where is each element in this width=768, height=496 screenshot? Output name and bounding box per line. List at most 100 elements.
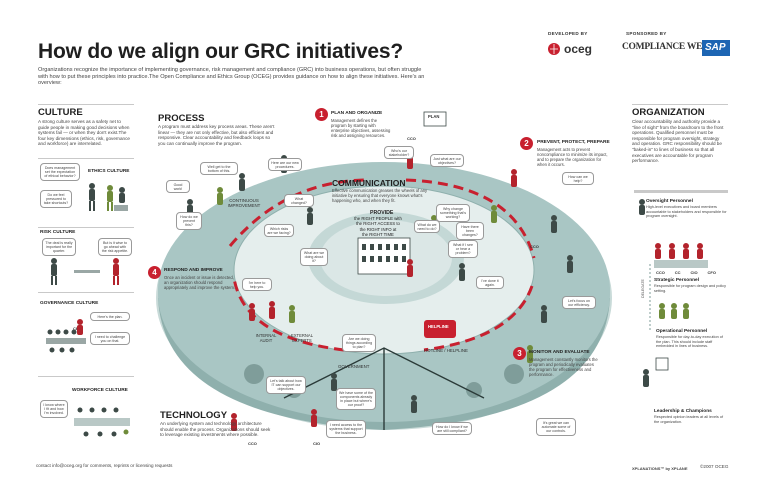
external-experts-label: EXTERNAL EXPERTS — [290, 333, 314, 343]
provide-line: the RIGHT INFO at — [359, 226, 397, 232]
communication-text: Effective communication greases the whee… — [332, 188, 428, 203]
cco-label: CCO — [530, 244, 539, 249]
leaders-text: Respected opinion leaders at all levels … — [654, 415, 724, 424]
speech-bubble: How do we prevent this? — [176, 212, 202, 230]
risk-figures-illustration — [51, 258, 119, 285]
copyright: ©2007 OCEG — [700, 464, 729, 469]
sap-logo[interactable]: SAP — [702, 40, 730, 56]
step-2-badge: 2 — [520, 137, 533, 150]
delegate-label: DELEGATE — [641, 279, 645, 298]
exec-label: CFO — [707, 270, 716, 275]
speech-bubble: We have some of the components already i… — [336, 388, 376, 410]
provide-line: the RIGHT TIME — [362, 232, 394, 238]
speech-bubble: Who's our stakeholder? — [384, 146, 414, 160]
risk-culture-title: RISK CULTURE — [40, 230, 76, 235]
speech-bubble: Here are our new procedures. — [268, 158, 302, 172]
xplanations-credit: XPLANATIONS™ by XPLANE — [632, 466, 688, 471]
contact-footer[interactable]: contact info@oceg.org for comments, repr… — [36, 463, 173, 468]
speech-bubble: I need access to the systems that suppor… — [326, 420, 366, 438]
speech-bubble: How do I know if we are still compliant? — [432, 422, 472, 436]
speech-bubble: What do we need to do? — [414, 220, 440, 234]
ethics-figures-illustration — [89, 183, 128, 211]
speech-bubble: I've done it again. — [476, 276, 504, 290]
strategic-text: Responsible for program design and polic… — [654, 284, 726, 293]
step-1-title: PLAN AND ORGANIZE — [331, 111, 383, 116]
governance-culture-title: GOVERNANCE CULTURE — [40, 301, 99, 306]
operational-text: Responsible for day-to-day execution of … — [656, 335, 723, 349]
oceg-logo[interactable]: oceg — [547, 41, 605, 57]
speech-bubble: Have there been changes? — [456, 222, 484, 240]
technology-text: An underlying system and technology arch… — [160, 421, 271, 438]
speech-bubble: Does management set the expectation of e… — [40, 163, 80, 181]
technology-title: TECHNOLOGY — [160, 410, 228, 421]
process-title: PROCESS — [158, 113, 205, 124]
speech-bubble: What if I see or hear a problem? — [448, 240, 478, 258]
speech-bubble: Here's the plan. — [90, 312, 130, 322]
workforce-illustration — [74, 407, 130, 437]
speech-bubble: What changed? — [284, 194, 314, 208]
oversight-text: High-level executives and board members … — [646, 205, 727, 219]
speech-bubble: The deal is really important for the qua… — [42, 238, 76, 256]
provide-line: the RIGHT PEOPLE with — [354, 216, 402, 221]
plan-sign: PLAN — [428, 114, 440, 119]
step-4-text: Once an incident or issue is detected, a… — [164, 275, 235, 290]
speech-bubble: I know where I fit and how I'm involved. — [40, 400, 68, 418]
speech-bubble: Let's talk about how IT can support our … — [266, 376, 306, 394]
helpline-sign: HELPLINE — [428, 324, 449, 329]
provide-list: the RIGHT PEOPLE with the RIGHT ACCESS t… — [340, 216, 416, 238]
page-title: How do we align our GRC initiatives? — [38, 40, 403, 63]
hotline-label: HOTLINE / HELPLINE — [424, 348, 468, 353]
speech-bubble: Just what are our objectives? — [430, 154, 464, 168]
culture-title: CULTURE — [38, 107, 83, 118]
continuous-improvement-label: CONTINUOUS IMPROVEMENT — [227, 198, 261, 209]
speech-bubble: Which risks are we facing? — [264, 224, 294, 238]
internal-audit-label: INTERNAL AUDIT — [255, 333, 277, 343]
step-1-text: Management defines the program by starti… — [331, 118, 391, 138]
speech-bubble: Do we feel pressured to take shortcuts? — [40, 190, 72, 208]
culture-text: A strong culture serves as a safety net … — [38, 119, 130, 147]
step-1-badge: 1 — [315, 108, 328, 121]
oversight-title: Oversight Personnel — [646, 199, 693, 204]
speech-bubble: I need to challenge you on that. — [90, 332, 130, 346]
organization-title: ORGANIZATION — [632, 107, 705, 118]
speech-bubble: Well get to the bottom of this. — [200, 162, 238, 176]
step-3-badge: 3 — [513, 347, 526, 360]
developed-by-label: DEVELOPED BY — [548, 31, 588, 36]
speech-bubble: Good work! — [166, 180, 190, 194]
intro-text: Organizations recognize the importance o… — [38, 67, 425, 87]
strategic-title: Strategic Personnel — [654, 278, 700, 283]
sponsored-by-label: SPONSORED BY — [626, 31, 667, 36]
step-4-badge: 4 — [148, 266, 161, 279]
communication-title: COMMUNICATION — [332, 178, 406, 188]
step-2-title: PREVENT, PROTECT, PREPARE — [537, 140, 610, 145]
workforce-culture-title: WORKFORCE CULTURE — [72, 388, 128, 393]
provide-label: PROVIDE — [370, 210, 394, 216]
speech-bubble: Why change something that's working? — [436, 204, 470, 222]
speech-bubble: What are we doing about it? — [300, 248, 328, 266]
leaders-title: Leadership & Champions — [654, 409, 712, 414]
oceg-globe-icon — [548, 43, 560, 55]
cco-label: CCO — [407, 136, 416, 141]
government-label: GOVERNMENT — [338, 364, 370, 369]
exec-label: CIO — [690, 270, 698, 275]
speech-bubble: But is it wise to go ahead with the risk… — [98, 238, 132, 256]
step-2-text: Management acts to prevent noncompliance… — [537, 147, 608, 167]
exec-label: CC — [674, 270, 681, 275]
cco-label: CCO — [248, 441, 257, 446]
ethics-culture-title: ETHICS CULTURE — [88, 169, 130, 174]
process-text: A program must address key process areas… — [158, 124, 275, 146]
compliance-week-logo[interactable]: COMPLIANCE WEEK — [622, 42, 716, 52]
speech-bubble: Let's focus on our efficiency. — [562, 296, 596, 310]
boardroom-illustration — [46, 319, 86, 353]
provide-line: the RIGHT ACCESS to — [356, 221, 400, 227]
exec-label: CCO — [656, 270, 665, 275]
operational-title: Operational Personnel — [656, 329, 708, 334]
cio-label: CIO — [313, 441, 321, 446]
speech-bubble: How can we help? — [562, 172, 594, 186]
step-3-text: Management constantly monitors the progr… — [529, 357, 598, 377]
exec-labels-row: CCO CC CIO CFO — [656, 270, 716, 275]
organization-text: Clear accountability and authority provi… — [632, 119, 724, 164]
org-hierarchy-illustration — [634, 190, 728, 387]
speech-bubble: I'm here to help you. — [242, 278, 272, 292]
step-4-title: RESPOND AND IMPROVE — [164, 268, 223, 273]
